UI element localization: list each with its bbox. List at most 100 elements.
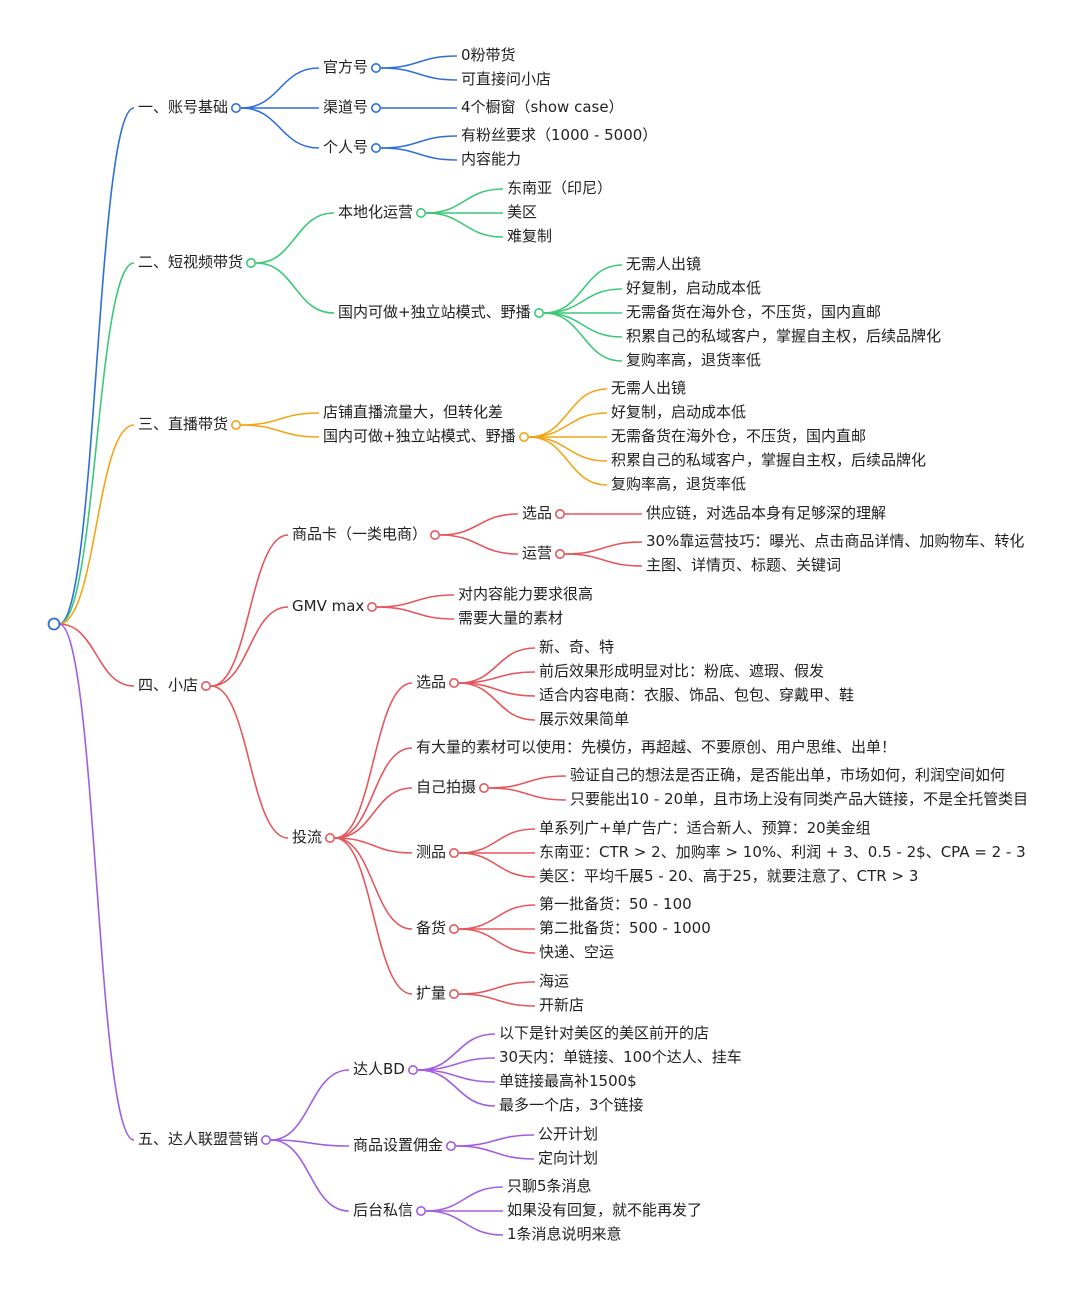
branch-line <box>425 1186 504 1212</box>
branch-line <box>458 647 536 684</box>
mindmap-leaf[interactable]: 展示效果简单 <box>539 710 630 728</box>
mindmap-leaf[interactable]: 公开计划 <box>538 1125 599 1143</box>
mindmap-leaf[interactable]: 验证自己的想法是否正确，是否能出单，市场如何，利润空间如何 <box>570 766 1006 784</box>
mindmap-leaf[interactable]: 复购率高，退货率低 <box>626 351 762 369</box>
mindmap-leaf[interactable]: 前后效果形成明显对比：粉底、遮瑕、假发 <box>539 662 825 680</box>
mindmap-leaf[interactable]: 30%靠运营技巧：曝光、点击商品详情、加购物车、转化 <box>646 532 1025 550</box>
branch-line <box>458 928 536 954</box>
mindmap-leaf[interactable]: 第一批备货：50 - 100 <box>539 895 692 913</box>
mindmap-topic[interactable]: 运营 <box>522 544 553 562</box>
branch-line <box>439 534 519 555</box>
mindmap-leaf[interactable]: 店铺直播流量大，但转化差 <box>323 403 504 421</box>
mindmap-leaf[interactable]: 单链接最高补1500$ <box>499 1072 637 1090</box>
mindmap-topic[interactable]: GMV max <box>292 597 365 615</box>
mindmap-topic[interactable]: 官方号 <box>323 58 369 76</box>
mindmap-leaf[interactable]: 需要大量的素材 <box>458 609 564 627</box>
branch-line <box>528 388 608 438</box>
mindmap-topic[interactable]: 扩量 <box>416 984 447 1002</box>
expand-node-icon <box>448 923 459 934</box>
mindmap-leaf[interactable]: 以下是针对美区的美区前开的店 <box>499 1024 710 1042</box>
mindmap-leaf[interactable]: 对内容能力要求很高 <box>458 585 594 603</box>
mindmap-leaf[interactable]: 美区 <box>507 203 538 221</box>
root-node-icon <box>47 617 61 631</box>
branch-line <box>334 837 413 995</box>
mindmap-leaf[interactable]: 只聊5条消息 <box>507 1177 592 1195</box>
mindmap-topic[interactable]: 备货 <box>416 919 447 937</box>
expand-node-icon <box>231 103 242 114</box>
mindmap-leaf[interactable]: 无需人出镜 <box>611 379 687 397</box>
expand-node-icon <box>370 62 381 73</box>
mindmap-leaf[interactable]: 海运 <box>539 972 570 990</box>
mindmap-leaf[interactable]: 无需备货在海外仓，不压货，国内直邮 <box>626 303 882 321</box>
mindmap-leaf[interactable]: 难复制 <box>507 227 553 245</box>
expand-node-icon <box>554 548 565 559</box>
mindmap-topic[interactable]: 达人BD <box>353 1060 405 1078</box>
mindmap-topic[interactable]: 国内可做+独立站模式、野播 <box>338 303 531 321</box>
mindmap-topic[interactable]: 五、达人联盟营销 <box>138 1130 259 1148</box>
mindmap-topic[interactable]: 自己拍摄 <box>416 778 477 796</box>
mindmap-leaf[interactable]: 主图、详情页、标题、关键词 <box>646 556 842 574</box>
branch-line <box>417 1033 496 1071</box>
mindmap-leaf[interactable]: 单系列广+单广告广：适合新人、预算：20美金组 <box>539 819 871 837</box>
expand-node-icon <box>429 529 440 540</box>
mindmap-leaf[interactable]: 复购率高，退货率低 <box>611 475 747 493</box>
branch-line <box>334 787 413 839</box>
mindmap-leaf[interactable]: 0粉带货 <box>461 46 516 64</box>
mindmap-leaf[interactable]: 最多一个店，3个链接 <box>499 1096 644 1114</box>
mindmap-leaf[interactable]: 适合内容电商：衣服、饰品、包包、穿戴甲、鞋 <box>539 686 855 704</box>
mindmap-topic[interactable]: 二、短视频带货 <box>138 253 244 271</box>
branch-line <box>564 541 643 555</box>
mindmap-leaf[interactable]: 可直接问小店 <box>461 70 552 88</box>
mindmap-leaf[interactable]: 美区：平均千展5 - 20、高于25，就要注意了、CTR > 3 <box>539 867 919 885</box>
mindmap-leaf[interactable]: 只要能出10 - 20单，且市场上没有同类产品大链接，不是全托管类目 <box>570 790 1029 808</box>
mindmap-topic[interactable]: 一、账号基础 <box>138 98 229 116</box>
mindmap-leaf[interactable]: 快递、空运 <box>539 943 615 961</box>
expand-node-icon <box>554 508 565 519</box>
mindmap-leaf[interactable]: 新、奇、特 <box>539 638 615 656</box>
branch-line <box>458 682 536 721</box>
mindmap-topic[interactable]: 本地化运营 <box>338 203 414 221</box>
mindmap-leaf[interactable]: 无需备货在海外仓，不压货，国内直邮 <box>611 427 867 445</box>
mindmap-leaf[interactable]: 有大量的素材可以使用：先模仿，再超越、不要原创、用户思维、出单！ <box>416 738 897 756</box>
mindmap-leaf[interactable]: 如果没有回复，就不能再发了 <box>507 1201 703 1219</box>
branch-line <box>255 212 335 264</box>
expand-node-icon <box>260 1135 271 1146</box>
mindmap-leaf[interactable]: 有粉丝要求（1000 - 5000） <box>461 126 658 144</box>
branch-line <box>58 623 135 687</box>
mindmap-topic[interactable]: 三、直播带货 <box>138 415 229 433</box>
expand-node-icon <box>415 208 426 219</box>
mindmap-leaf[interactable]: 积累自己的私域客户，掌握自主权，后续品牌化 <box>611 451 927 469</box>
mindmap-leaf[interactable]: 东南亚：CTR > 2、加购率 > 10%、利润 + 3、0.5 - 2$、CP… <box>539 843 1026 861</box>
mindmap-leaf[interactable]: 1条消息说明来意 <box>507 1225 622 1243</box>
mindmap-topic[interactable]: 投流 <box>292 828 323 846</box>
mindmap-leaf[interactable]: 好复制，启动成本低 <box>611 403 747 421</box>
mindmap-topic[interactable]: 个人号 <box>323 138 369 156</box>
mindmap-leaf[interactable]: 定向计划 <box>538 1149 599 1167</box>
branch-line <box>255 262 335 314</box>
mindmap-leaf[interactable]: 内容能力 <box>461 150 522 168</box>
mindmap-leaf[interactable]: 好复制，启动成本低 <box>626 279 762 297</box>
mindmap-leaf[interactable]: 东南亚（印尼） <box>507 179 613 197</box>
mindmap-leaf[interactable]: 供应链，对选品本身有足够深的理解 <box>646 504 887 522</box>
mindmap-topic[interactable]: 选品 <box>416 673 447 691</box>
mindmap-leaf[interactable]: 积累自己的私域客户，掌握自主权，后续品牌化 <box>626 327 942 345</box>
mindmap-topic[interactable]: 选品 <box>522 504 553 522</box>
mindmap-leaf[interactable]: 无需人出镜 <box>626 255 702 273</box>
mindmap-topic[interactable]: 国内可做+独立站模式、野播 <box>323 427 516 445</box>
mindmap-topic[interactable]: 商品卡（一类电商） <box>292 525 428 543</box>
mindmap-leaf[interactable]: 开新店 <box>539 996 585 1014</box>
branch-line <box>380 147 458 161</box>
expand-node-icon <box>448 847 459 858</box>
mindmap-topic[interactable]: 测品 <box>416 843 447 861</box>
mindmap-leaf[interactable]: 4个橱窗（show case） <box>461 98 624 116</box>
branch-line <box>380 135 458 149</box>
mindmap-topic[interactable]: 后台私信 <box>353 1201 414 1219</box>
mindmap-topic[interactable]: 四、小店 <box>138 676 199 694</box>
mindmap-leaf[interactable]: 30天内：单链接、100个达人、挂车 <box>499 1048 742 1066</box>
mindmap-topic[interactable]: 渠道号 <box>323 98 369 116</box>
mindmap-topic[interactable]: 商品设置佣金 <box>353 1136 444 1154</box>
branch-line <box>455 1145 535 1160</box>
mindmap-leaf[interactable]: 第二批备货：500 - 1000 <box>539 919 711 937</box>
